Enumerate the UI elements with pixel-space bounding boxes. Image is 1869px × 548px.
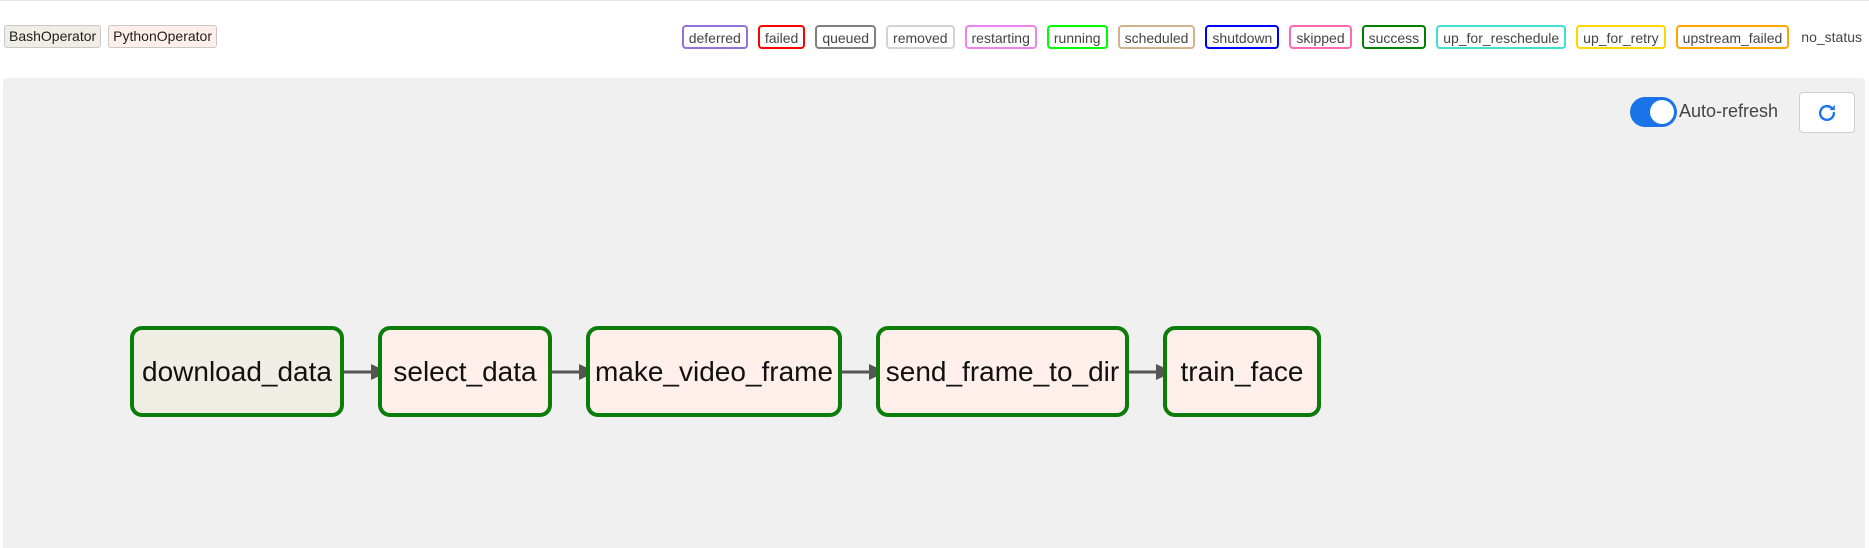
task-send-frame-to-dir[interactable]: send_frame_to_dir — [876, 326, 1129, 417]
task-label: make_video_frame — [594, 355, 834, 387]
state-upstream-failed[interactable]: upstream_failed — [1675, 25, 1790, 49]
task-train-face[interactable]: train_face — [1163, 326, 1321, 417]
state-legend: deferred failed queued removed restartin… — [681, 25, 1862, 49]
state-no-status[interactable]: no_status — [1801, 29, 1862, 45]
toggle-knob — [1650, 100, 1674, 124]
refresh-button[interactable] — [1799, 92, 1855, 133]
state-queued[interactable]: queued — [815, 25, 877, 49]
auto-refresh-toggle[interactable] — [1630, 97, 1677, 127]
state-up-for-reschedule[interactable]: up_for_reschedule — [1436, 25, 1567, 49]
state-restarting[interactable]: restarting — [964, 25, 1037, 49]
task-download-data[interactable]: download_data — [130, 326, 344, 417]
state-skipped[interactable]: skipped — [1289, 25, 1352, 49]
refresh-icon — [1818, 104, 1836, 121]
state-removed[interactable]: removed — [886, 25, 955, 49]
state-success[interactable]: success — [1361, 25, 1427, 49]
task-label: download_data — [142, 355, 332, 387]
top-divider — [0, 0, 1869, 1]
operator-python[interactable]: PythonOperator — [108, 25, 218, 48]
graph-canvas[interactable]: Auto-refresh download_data select_data m… — [3, 78, 1865, 548]
task-label: send_frame_to_dir — [885, 355, 1120, 387]
state-up-for-retry[interactable]: up_for_retry — [1576, 25, 1666, 49]
state-deferred[interactable]: deferred — [681, 25, 748, 49]
state-shutdown[interactable]: shutdown — [1205, 25, 1280, 49]
operator-bash[interactable]: BashOperator — [4, 25, 102, 48]
operator-legend: BashOperator PythonOperator — [4, 25, 218, 48]
task-select-data[interactable]: select_data — [378, 326, 552, 417]
task-make-video-frame[interactable]: make_video_frame — [586, 326, 842, 417]
state-scheduled[interactable]: scheduled — [1117, 25, 1196, 49]
state-failed[interactable]: failed — [757, 25, 806, 49]
state-running[interactable]: running — [1046, 25, 1108, 49]
auto-refresh-label: Auto-refresh — [1679, 101, 1779, 121]
task-label: train_face — [1180, 355, 1304, 387]
task-label: select_data — [393, 355, 537, 387]
